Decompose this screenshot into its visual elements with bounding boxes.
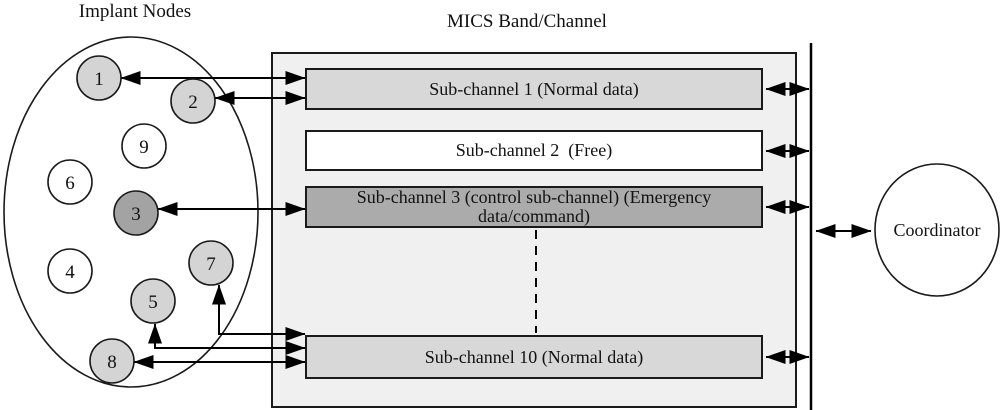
sub-channel-1-label: Sub-channel 1 (Normal data) (429, 78, 639, 99)
sub-channel-1-box: Sub-channel 1 (Normal data) (305, 68, 763, 110)
coordinator-ellipse (874, 163, 1000, 297)
implant-node-3: 3 (113, 190, 159, 236)
node-1-label: 1 (94, 69, 104, 90)
node-1-circle (76, 55, 122, 101)
coordinator-label: Coordinator (894, 220, 981, 240)
implant-node-9: 9 (121, 123, 167, 169)
sub-channel-10-box: Sub-channel 10 (Normal data) (305, 335, 763, 379)
node-7-label: 7 (206, 254, 216, 275)
node-2-circle (170, 78, 216, 124)
node-3-label: 3 (131, 204, 141, 225)
node-9-label: 9 (139, 137, 149, 158)
node-8-label: 8 (107, 352, 117, 373)
node-5-circle (130, 278, 176, 324)
sub-channel-2-box: Sub-channel 2 (Free) (305, 130, 763, 171)
node-2-label: 2 (188, 92, 198, 113)
node-6-label: 6 (65, 173, 75, 194)
node-4-label: 4 (65, 262, 75, 283)
sub-channel-3-box: Sub-channel 3 (control sub-channel) (Eme… (305, 186, 763, 228)
sub-channel-3-label: Sub-channel 3 (control sub-channel) (Eme… (356, 187, 712, 226)
implant-nodes-title: Implant Nodes (78, 1, 192, 22)
sub-channel-10-label: Sub-channel 10 (Normal data) (424, 346, 644, 367)
implant-node-1: 1 (76, 55, 122, 101)
node-9-circle (121, 123, 167, 169)
implant-node-8: 8 (89, 338, 135, 384)
implant-nodes-ellipse (3, 36, 259, 388)
node-3-circle (113, 190, 159, 236)
implant-node-4: 4 (47, 248, 93, 294)
node-5-label: 5 (148, 292, 158, 313)
implant-node-6: 6 (47, 159, 93, 205)
implant-node-7: 7 (188, 240, 234, 286)
implant-node-5: 5 (130, 278, 176, 324)
sub-channel-2-label: Sub-channel 2 (Free) (455, 140, 613, 160)
implant-node-2: 2 (170, 78, 216, 124)
node-4-circle (47, 248, 93, 294)
node-8-circle (89, 338, 135, 384)
node-7-circle (188, 240, 234, 286)
node-6-circle (47, 159, 93, 205)
mics-band-title: MICS Band/Channel (447, 11, 607, 32)
